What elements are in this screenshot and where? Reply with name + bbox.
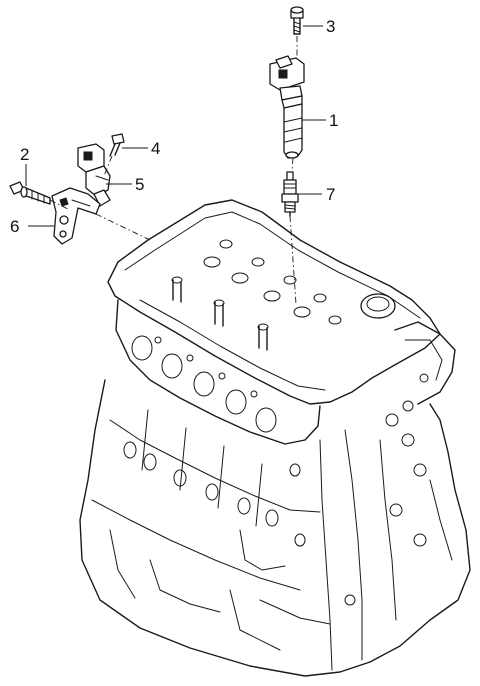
engine-assembly [79,199,471,677]
assembly-lines [49,36,298,305]
part-2-bolt [9,181,51,205]
part-6-bracket [51,187,101,245]
oil-filler-cap [360,293,396,319]
part-7-spark-plug [281,171,299,217]
callout-7: 7 [326,185,335,204]
part-5-sensor [77,143,111,207]
part-3-bolt [290,6,304,35]
callout-leaders [25,25,326,227]
head-cover [107,199,441,405]
callout-6: 6 [10,217,19,236]
callout-5: 5 [135,175,144,194]
block-bosses [109,409,453,651]
part-4-bolt [109,133,125,157]
callout-1: 1 [329,111,338,130]
part-1-ignition-coil [269,55,305,159]
manifold [115,299,321,445]
manifold-ports [131,335,277,433]
plug-wells [203,239,342,325]
cylinder-block [79,379,471,677]
callout-2: 2 [20,145,29,164]
callout-4: 4 [151,139,160,158]
callout-3: 3 [326,17,335,36]
head-posts [171,276,269,351]
